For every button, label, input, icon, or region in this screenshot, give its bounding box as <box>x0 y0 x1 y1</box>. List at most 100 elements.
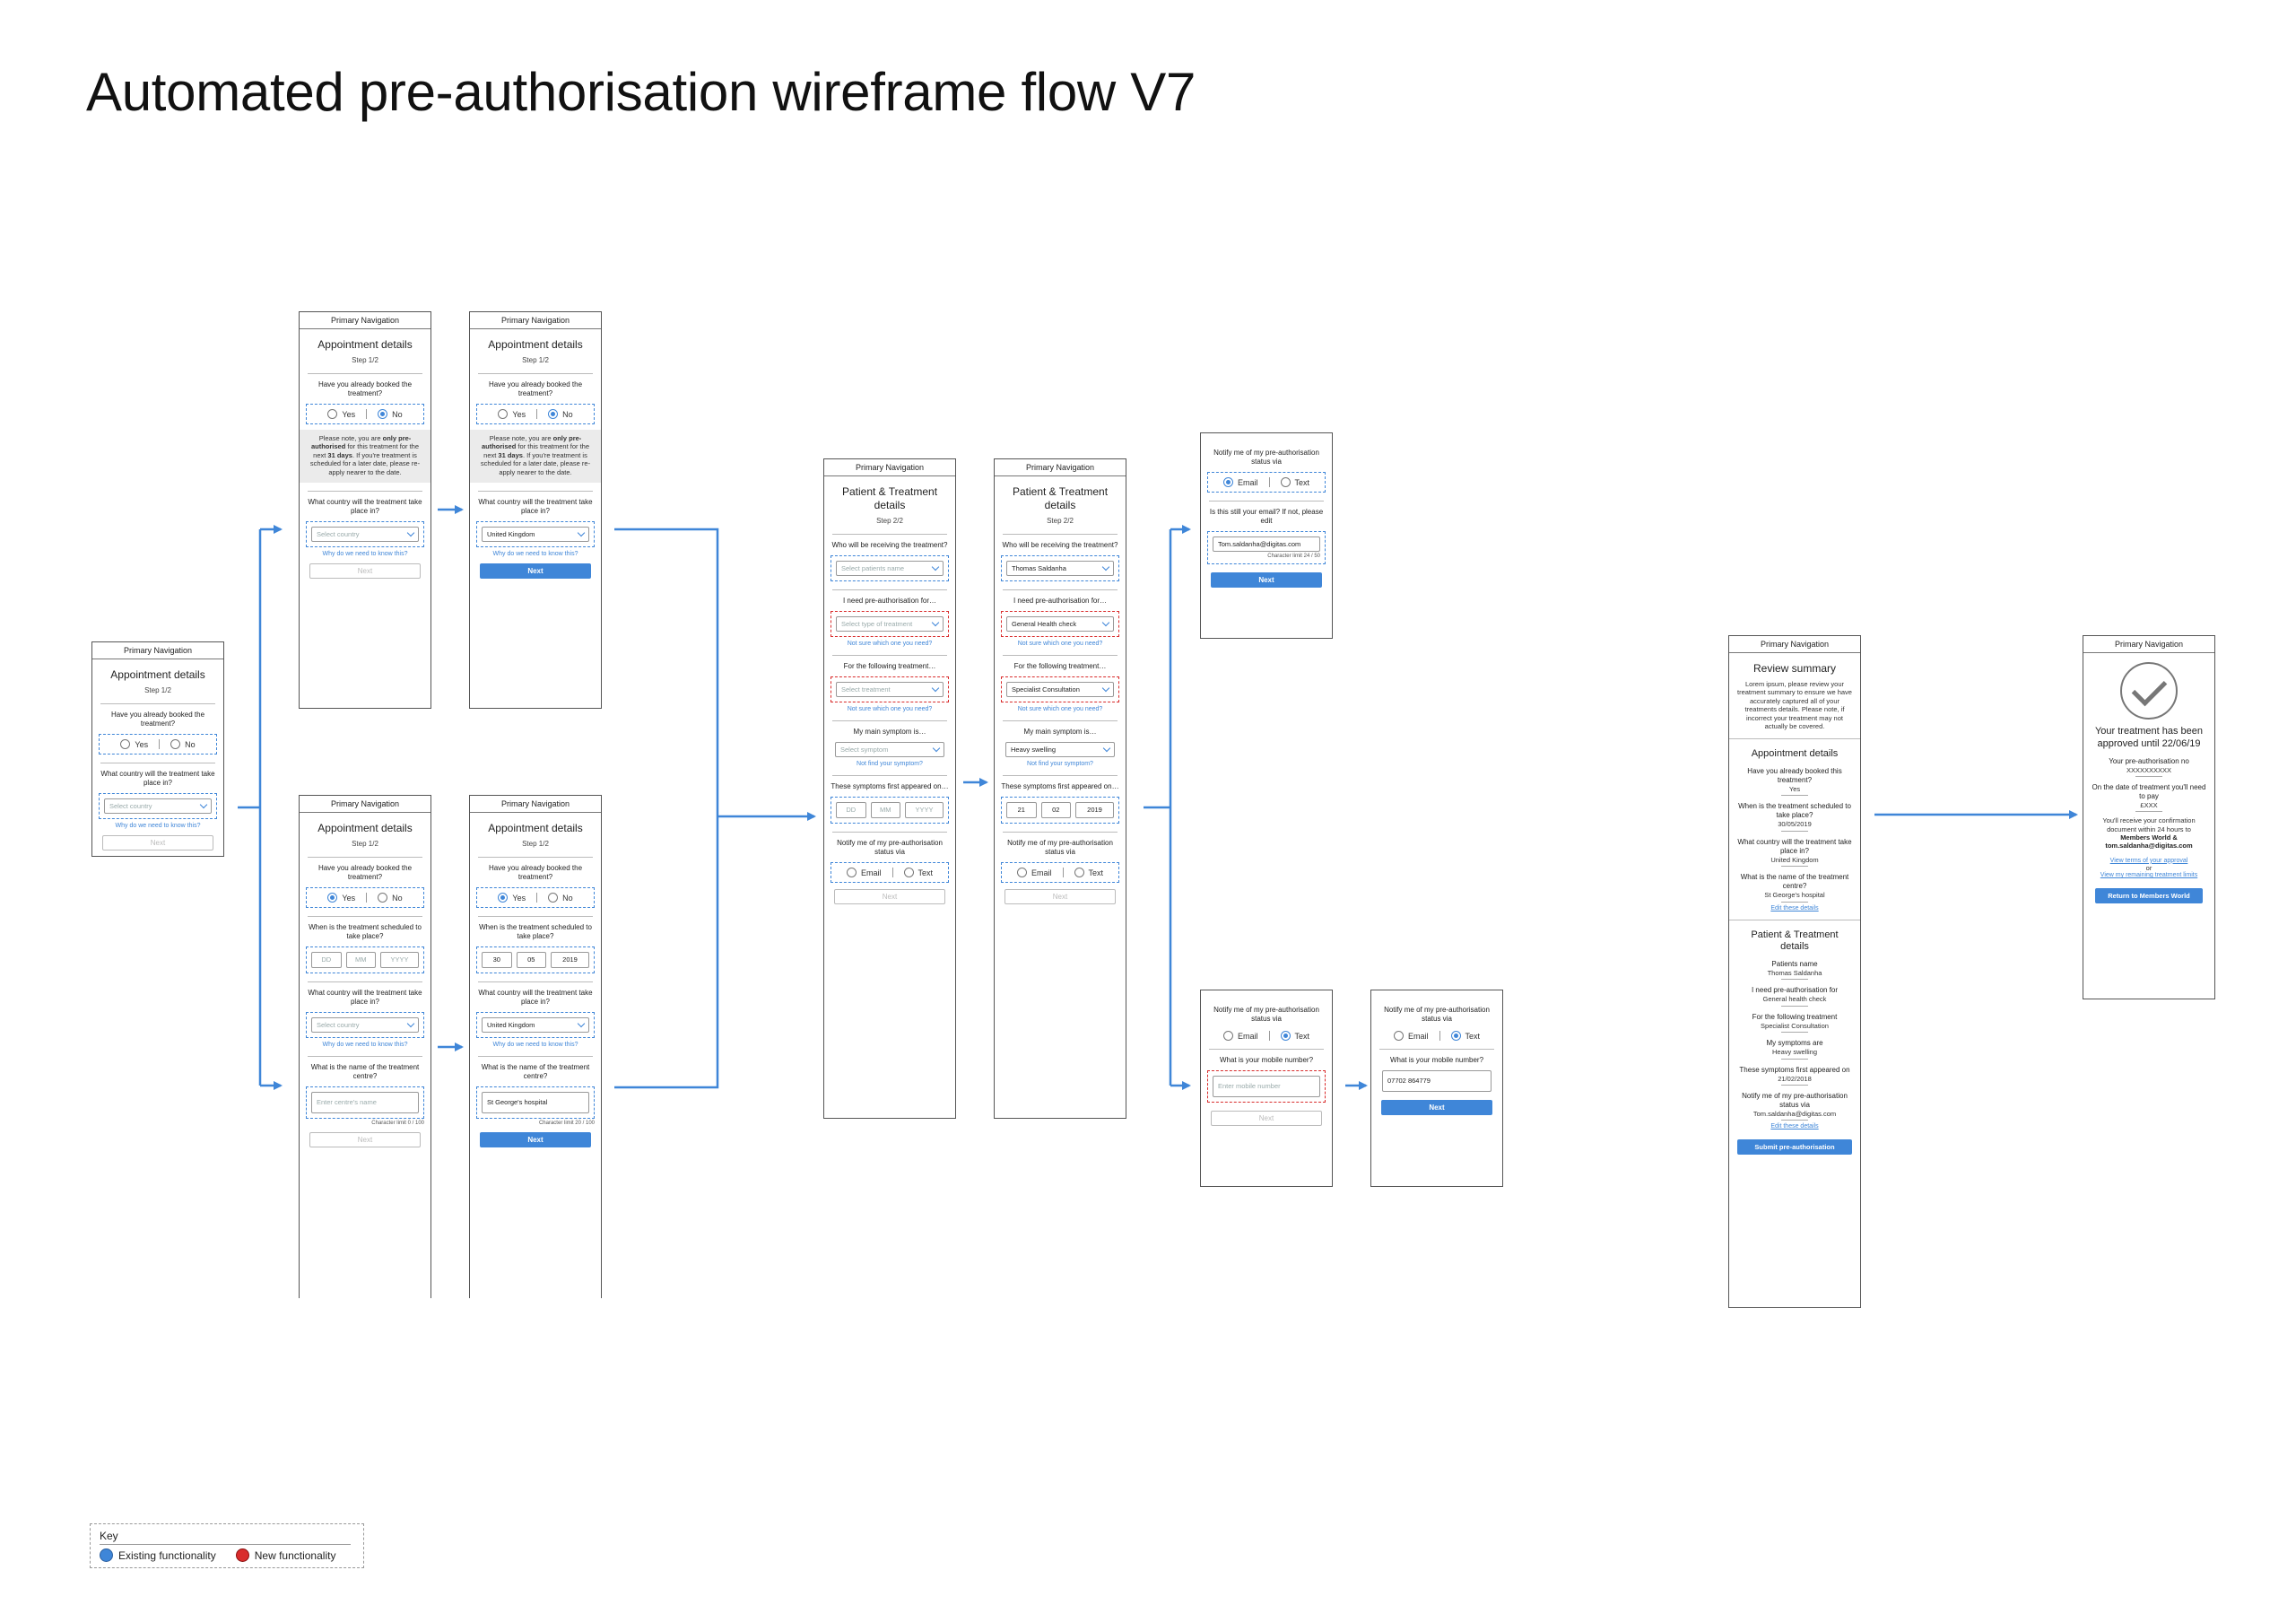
treatment-type-select[interactable]: General Health check <box>1006 616 1114 632</box>
symptom-select[interactable]: Heavy swelling <box>1005 742 1115 757</box>
question-first: These symptoms first appeared on… <box>831 782 949 790</box>
email-radio[interactable]: Email <box>1016 868 1052 877</box>
why-link[interactable]: Why do we need to know this? <box>492 550 578 557</box>
month-input[interactable]: 05 <box>516 952 547 968</box>
primary-navigation[interactable]: Primary Navigation <box>2083 636 2214 653</box>
next-button[interactable]: Next <box>480 563 591 579</box>
primary-navigation[interactable]: Primary Navigation <box>470 312 601 329</box>
screen-appointment-no-filled: Primary Navigation Appointment details S… <box>469 311 602 709</box>
no-radio[interactable]: No <box>548 893 573 903</box>
primary-navigation[interactable]: Primary Navigation <box>995 459 1126 476</box>
next-button[interactable]: Next <box>1004 889 1116 904</box>
yes-radio[interactable]: Yes <box>498 893 526 903</box>
treatment-select[interactable]: Specialist Consultation <box>1006 682 1114 697</box>
centre-input[interactable]: St George's hospital <box>482 1092 589 1113</box>
text-radio[interactable]: Text <box>1450 1031 1480 1041</box>
text-radio[interactable]: Text <box>1280 1031 1309 1041</box>
year-input[interactable]: YYYY <box>905 802 944 818</box>
question-who: Who will be receiving the treatment? <box>831 541 948 549</box>
or-label: or <box>2145 863 2152 872</box>
treatment-type-select[interactable]: Select type of treatment <box>836 616 944 632</box>
email-radio[interactable]: Email <box>1222 477 1258 487</box>
patient-select[interactable]: Select patients name <box>836 561 944 576</box>
arrow <box>614 528 719 1089</box>
month-input[interactable]: MM <box>870 802 901 818</box>
section-heading: Patient & Treatment details <box>1751 929 1839 953</box>
mobile-input[interactable]: 07702 864779 <box>1382 1070 1492 1092</box>
day-input[interactable]: 30 <box>482 952 512 968</box>
not-sure-link[interactable]: Not sure which one you need? <box>847 641 933 647</box>
next-button[interactable]: Next <box>1381 1100 1492 1115</box>
why-link[interactable]: Why do we need to know this? <box>115 823 201 829</box>
not-find-link[interactable]: Not find your symptom? <box>857 761 923 767</box>
radio-icon <box>120 739 131 749</box>
day-input[interactable]: DD <box>311 952 342 968</box>
no-radio[interactable]: No <box>548 409 573 419</box>
limits-link[interactable]: View my remaining treatment limits <box>2100 872 2198 879</box>
not-sure-link[interactable]: Not sure which one you need? <box>1017 706 1103 712</box>
email-input[interactable]: Tom.saldanha@digitas.com <box>1213 536 1320 552</box>
country-select[interactable]: Select country <box>311 526 419 542</box>
why-link[interactable]: Why do we need to know this? <box>492 1042 578 1048</box>
no-radio[interactable]: No <box>170 739 196 749</box>
yes-radio[interactable]: Yes <box>498 409 526 419</box>
text-radio[interactable]: Text <box>903 868 933 877</box>
treatment-select[interactable]: Select treatment <box>836 682 944 697</box>
not-sure-link[interactable]: Not sure which one you need? <box>847 706 933 712</box>
next-button[interactable]: Next <box>1211 572 1322 588</box>
country-select[interactable]: Select country <box>311 1017 419 1033</box>
step-indicator: Step 1/2 <box>352 356 378 364</box>
patient-select[interactable]: Thomas Saldanha <box>1006 561 1114 576</box>
return-button[interactable]: Return to Members World <box>2095 888 2203 904</box>
submit-button[interactable]: Submit pre-authorisation <box>1737 1139 1852 1156</box>
day-input[interactable]: 21 <box>1006 802 1037 818</box>
edit-link[interactable]: Edit these details <box>1770 904 1819 912</box>
email-radio[interactable]: Email <box>1393 1031 1429 1041</box>
primary-navigation[interactable]: Primary Navigation <box>1729 636 1860 653</box>
primary-navigation[interactable]: Primary Navigation <box>824 459 955 476</box>
day-input[interactable]: DD <box>836 802 866 818</box>
question-need: I need pre-authorisation for… <box>842 597 937 605</box>
radio-icon <box>1016 868 1027 877</box>
year-input[interactable]: 2019 <box>1075 802 1114 818</box>
next-button[interactable]: Next <box>834 889 945 904</box>
yes-radio[interactable]: Yes <box>327 409 355 419</box>
next-button[interactable]: Next <box>1211 1111 1322 1126</box>
country-select[interactable]: United Kingdom <box>482 526 589 542</box>
text-radio[interactable]: Text <box>1280 477 1309 487</box>
why-link[interactable]: Why do we need to know this? <box>322 550 408 557</box>
next-button[interactable]: Next <box>480 1132 591 1147</box>
year-input[interactable]: 2019 <box>551 952 589 968</box>
email-radio[interactable]: Email <box>1222 1031 1258 1041</box>
not-find-link[interactable]: Not find your symptom? <box>1027 761 1093 767</box>
why-link[interactable]: Why do we need to know this? <box>322 1042 408 1048</box>
primary-navigation[interactable]: Primary Navigation <box>92 642 223 659</box>
summary-value: Thomas Saldanha <box>1767 969 1822 977</box>
month-input[interactable]: MM <box>345 952 377 968</box>
primary-navigation[interactable]: Primary Navigation <box>300 796 430 813</box>
year-input[interactable]: YYYY <box>380 952 419 968</box>
terms-link[interactable]: View terms of your approval <box>2109 857 2188 864</box>
booked-radio-group: Yes No <box>476 404 595 424</box>
country-select[interactable]: Select country <box>104 798 212 814</box>
primary-navigation[interactable]: Primary Navigation <box>470 796 601 813</box>
primary-navigation[interactable]: Primary Navigation <box>300 312 430 329</box>
yes-radio[interactable]: Yes <box>327 893 355 903</box>
country-select[interactable]: United Kingdom <box>482 1017 589 1033</box>
symptom-select[interactable]: Select symptom <box>835 742 944 757</box>
edit-link[interactable]: Edit these details <box>1770 1123 1819 1130</box>
centre-input[interactable]: Enter centre's name <box>311 1092 419 1113</box>
text-radio[interactable]: Text <box>1074 868 1103 877</box>
not-sure-link[interactable]: Not sure which one you need? <box>1017 641 1103 647</box>
month-input[interactable]: 02 <box>1040 802 1072 818</box>
next-button[interactable]: Next <box>309 563 421 579</box>
email-radio[interactable]: Email <box>846 868 882 877</box>
mobile-input[interactable]: Enter mobile number <box>1213 1076 1320 1097</box>
next-button[interactable]: Next <box>309 1132 421 1147</box>
no-radio[interactable]: No <box>378 409 403 419</box>
screen-notify-email: Notify me of my pre-authorisation status… <box>1200 432 1333 639</box>
notify-radio-group: Email Text <box>831 862 949 883</box>
no-radio[interactable]: No <box>378 893 403 903</box>
yes-radio[interactable]: Yes <box>120 739 148 749</box>
next-button[interactable]: Next <box>102 835 213 850</box>
